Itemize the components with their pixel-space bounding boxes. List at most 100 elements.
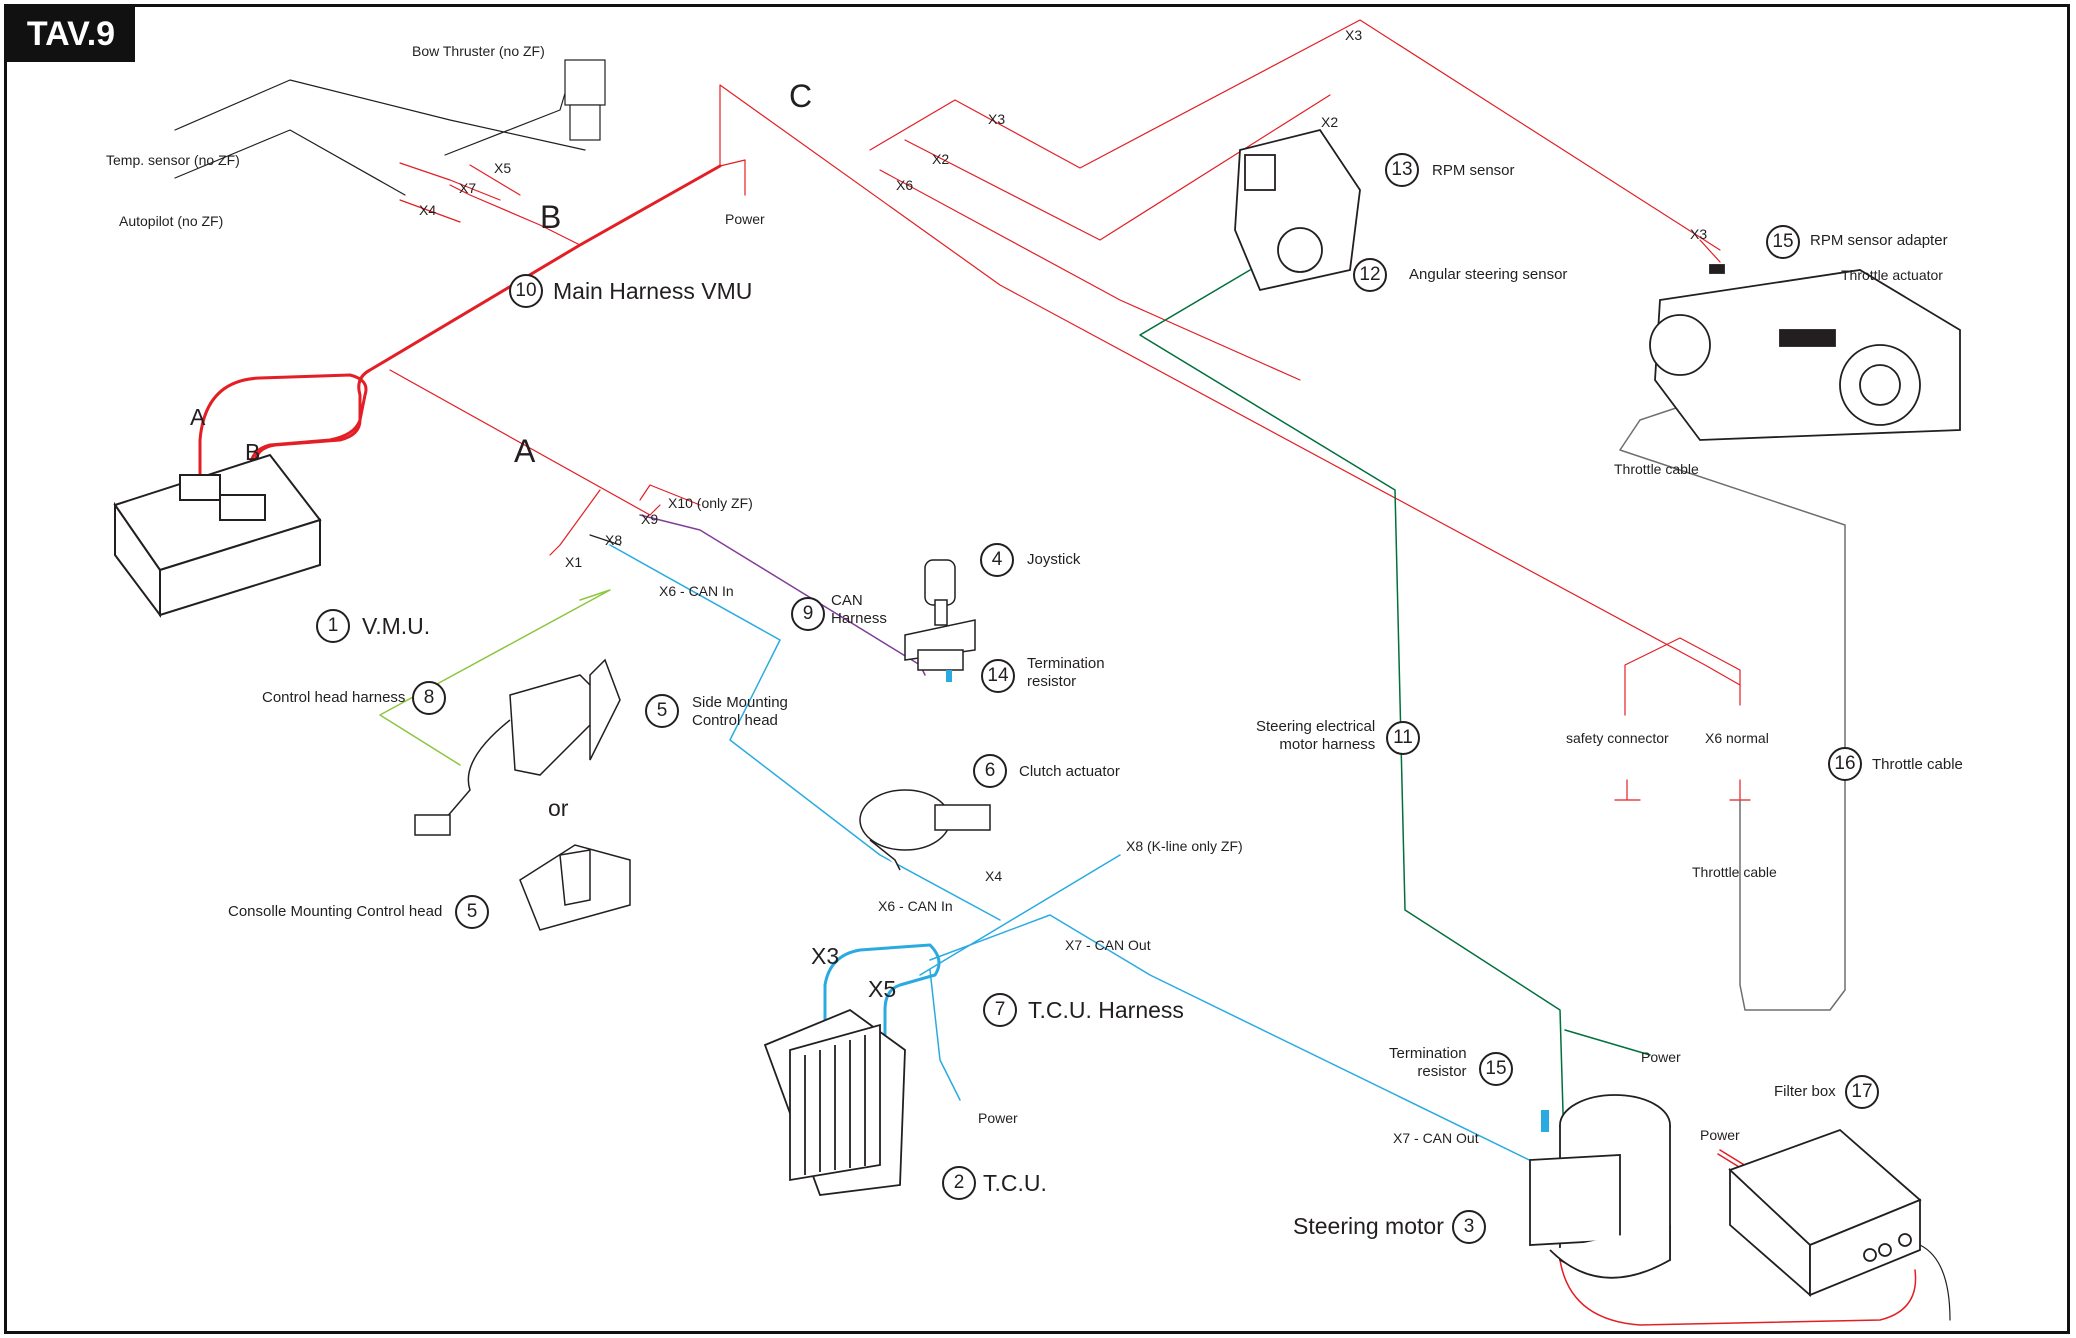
can-wire-x8	[919, 854, 1121, 976]
clutch-actuator-shape	[859, 789, 991, 871]
conn-x3: X3	[1345, 27, 1363, 43]
conn-safety-connector: safety connector	[1566, 730, 1669, 746]
conn-x3b: X3	[988, 111, 1006, 127]
conn-power1: Power	[725, 211, 765, 227]
conn-x5: X5	[494, 160, 512, 176]
conn-throttle-cable-top: Throttle cable	[1614, 461, 1699, 477]
conn-x6-can-in: X6 - CAN In	[659, 583, 734, 599]
badge-rpm-sensor: 13	[1385, 153, 1419, 187]
badge-can-harness: 9	[791, 597, 825, 631]
badge-clutch-actuator: 6	[973, 754, 1007, 788]
branch-x3-adapter	[1699, 239, 1721, 263]
steering-harness-wire	[1139, 269, 1566, 1181]
label-throttle-cable: Throttle cable	[1872, 756, 1963, 773]
main-harness-wire	[253, 164, 722, 482]
conn-x7: X7	[459, 180, 477, 196]
branch-power	[719, 159, 746, 196]
conn-b2: B	[540, 199, 562, 235]
black-wires	[174, 59, 1951, 1321]
branch-x3-top	[869, 19, 1721, 251]
label-clutch-actuator: Clutch actuator	[1019, 763, 1120, 780]
engine-shape	[1649, 264, 1961, 441]
conn-throttle-cable-mid: Throttle cable	[1692, 864, 1777, 880]
can-wire-x7	[929, 914, 1561, 1176]
badge-throttle-cable: 16	[1828, 747, 1862, 781]
conn-x2b: X2	[1321, 114, 1339, 130]
joy-termination-resistor	[946, 670, 952, 682]
safety-stub	[1614, 779, 1751, 801]
label-rpm-adapter: RPM sensor adapter	[1810, 232, 1948, 249]
conn-x7-can-out2: X7 - CAN Out	[1393, 1130, 1479, 1146]
branch-x9	[639, 484, 701, 506]
label-tcu-harness: T.C.U. Harness	[1028, 997, 1184, 1023]
filter-box-shape	[1728, 1128, 1922, 1297]
conn-power2: Power	[978, 1110, 1018, 1126]
can-wire-x6	[609, 544, 1001, 921]
conn-or: or	[548, 795, 569, 821]
conn-a2: A	[514, 433, 536, 469]
label-vmu: V.M.U.	[362, 613, 431, 639]
badge-vmu: 1	[316, 609, 350, 643]
branch-x5	[469, 164, 521, 196]
conn-x3c: X3	[1690, 226, 1708, 242]
label-termination-resistor-motor: Termination resistor	[1389, 1045, 1467, 1080]
bow-thruster-shape	[564, 59, 606, 141]
badge-termination-resistor-motor: 15	[1479, 1052, 1513, 1086]
conn-power4: Power	[1700, 1127, 1740, 1143]
label-joystick: Joystick	[1027, 551, 1081, 568]
conn-tcu-x3: X3	[811, 943, 840, 969]
badge-main-harness: 10	[509, 274, 543, 308]
tcu-harness-thick	[823, 943, 941, 1037]
label-steering-motor: Steering motor	[1293, 1213, 1444, 1239]
conn-power3: Power	[1641, 1049, 1681, 1065]
conn-temp-sensor: Temp. sensor (no ZF)	[106, 152, 240, 168]
joystick-shape	[904, 559, 976, 671]
conn-b1: B	[245, 439, 261, 465]
steering-power	[1564, 1029, 1651, 1056]
conn-throttle-actuator: Throttle actuator	[1841, 267, 1943, 283]
conn-bow-thruster: Bow Thruster (no ZF)	[412, 43, 545, 59]
label-tcu: T.C.U.	[983, 1170, 1047, 1196]
label-side-control-head: Side Mounting Control head	[692, 694, 788, 729]
branch-a	[389, 369, 661, 516]
branch-x7	[399, 162, 501, 201]
badge-side-control-head: 5	[645, 694, 679, 728]
badge-filter-box: 17	[1845, 1075, 1879, 1109]
badge-joystick: 4	[980, 543, 1014, 577]
conn-x7-can-out: X7 - CAN Out	[1065, 937, 1151, 953]
conn-x8: X8	[605, 532, 623, 548]
vmu-a-lead	[198, 373, 368, 497]
label-main-harness: Main Harness VMU	[553, 278, 753, 304]
label-control-head-harness: Control head harness	[262, 689, 406, 706]
branch-x2	[904, 94, 1331, 241]
branch-c	[719, 84, 1741, 686]
conn-x6-can-in2: X6 - CAN In	[878, 898, 953, 914]
conn-x9: X9	[641, 511, 659, 527]
safety-branch	[1624, 637, 1741, 716]
label-filter-box: Filter box	[1774, 1083, 1836, 1100]
badge-angular-sensor: 12	[1353, 258, 1387, 292]
branch-b	[449, 184, 581, 246]
badge-control-head-harness: 8	[412, 681, 446, 715]
label-rpm-sensor: RPM sensor	[1432, 162, 1515, 179]
branch-x4	[399, 199, 461, 223]
label-can-harness: CAN Harness	[831, 592, 887, 627]
conn-tcu-x5: X5	[868, 976, 897, 1002]
conn-autopilot: Autopilot (no ZF)	[119, 213, 224, 229]
conn-x1: X1	[565, 554, 583, 570]
can-wire-power	[929, 969, 961, 1101]
motor-termination-resistor	[1541, 1110, 1549, 1132]
vmu-box	[113, 453, 322, 618]
diagram-frame	[4, 4, 2070, 1334]
sensor-block-shape	[1234, 128, 1361, 292]
steering-motor-shape	[1529, 1094, 1671, 1279]
label-termination-resistor-joy: Termination resistor	[1027, 655, 1105, 690]
conn-x4b: X4	[985, 868, 1003, 884]
badge-steering-motor-harness: 11	[1386, 721, 1420, 755]
tcu-shape	[763, 1008, 906, 1196]
conn-a1: A	[190, 404, 206, 430]
label-steering-motor-harness: Steering electrical motor harness	[1256, 718, 1376, 753]
badge-tcu-harness: 7	[983, 993, 1017, 1027]
